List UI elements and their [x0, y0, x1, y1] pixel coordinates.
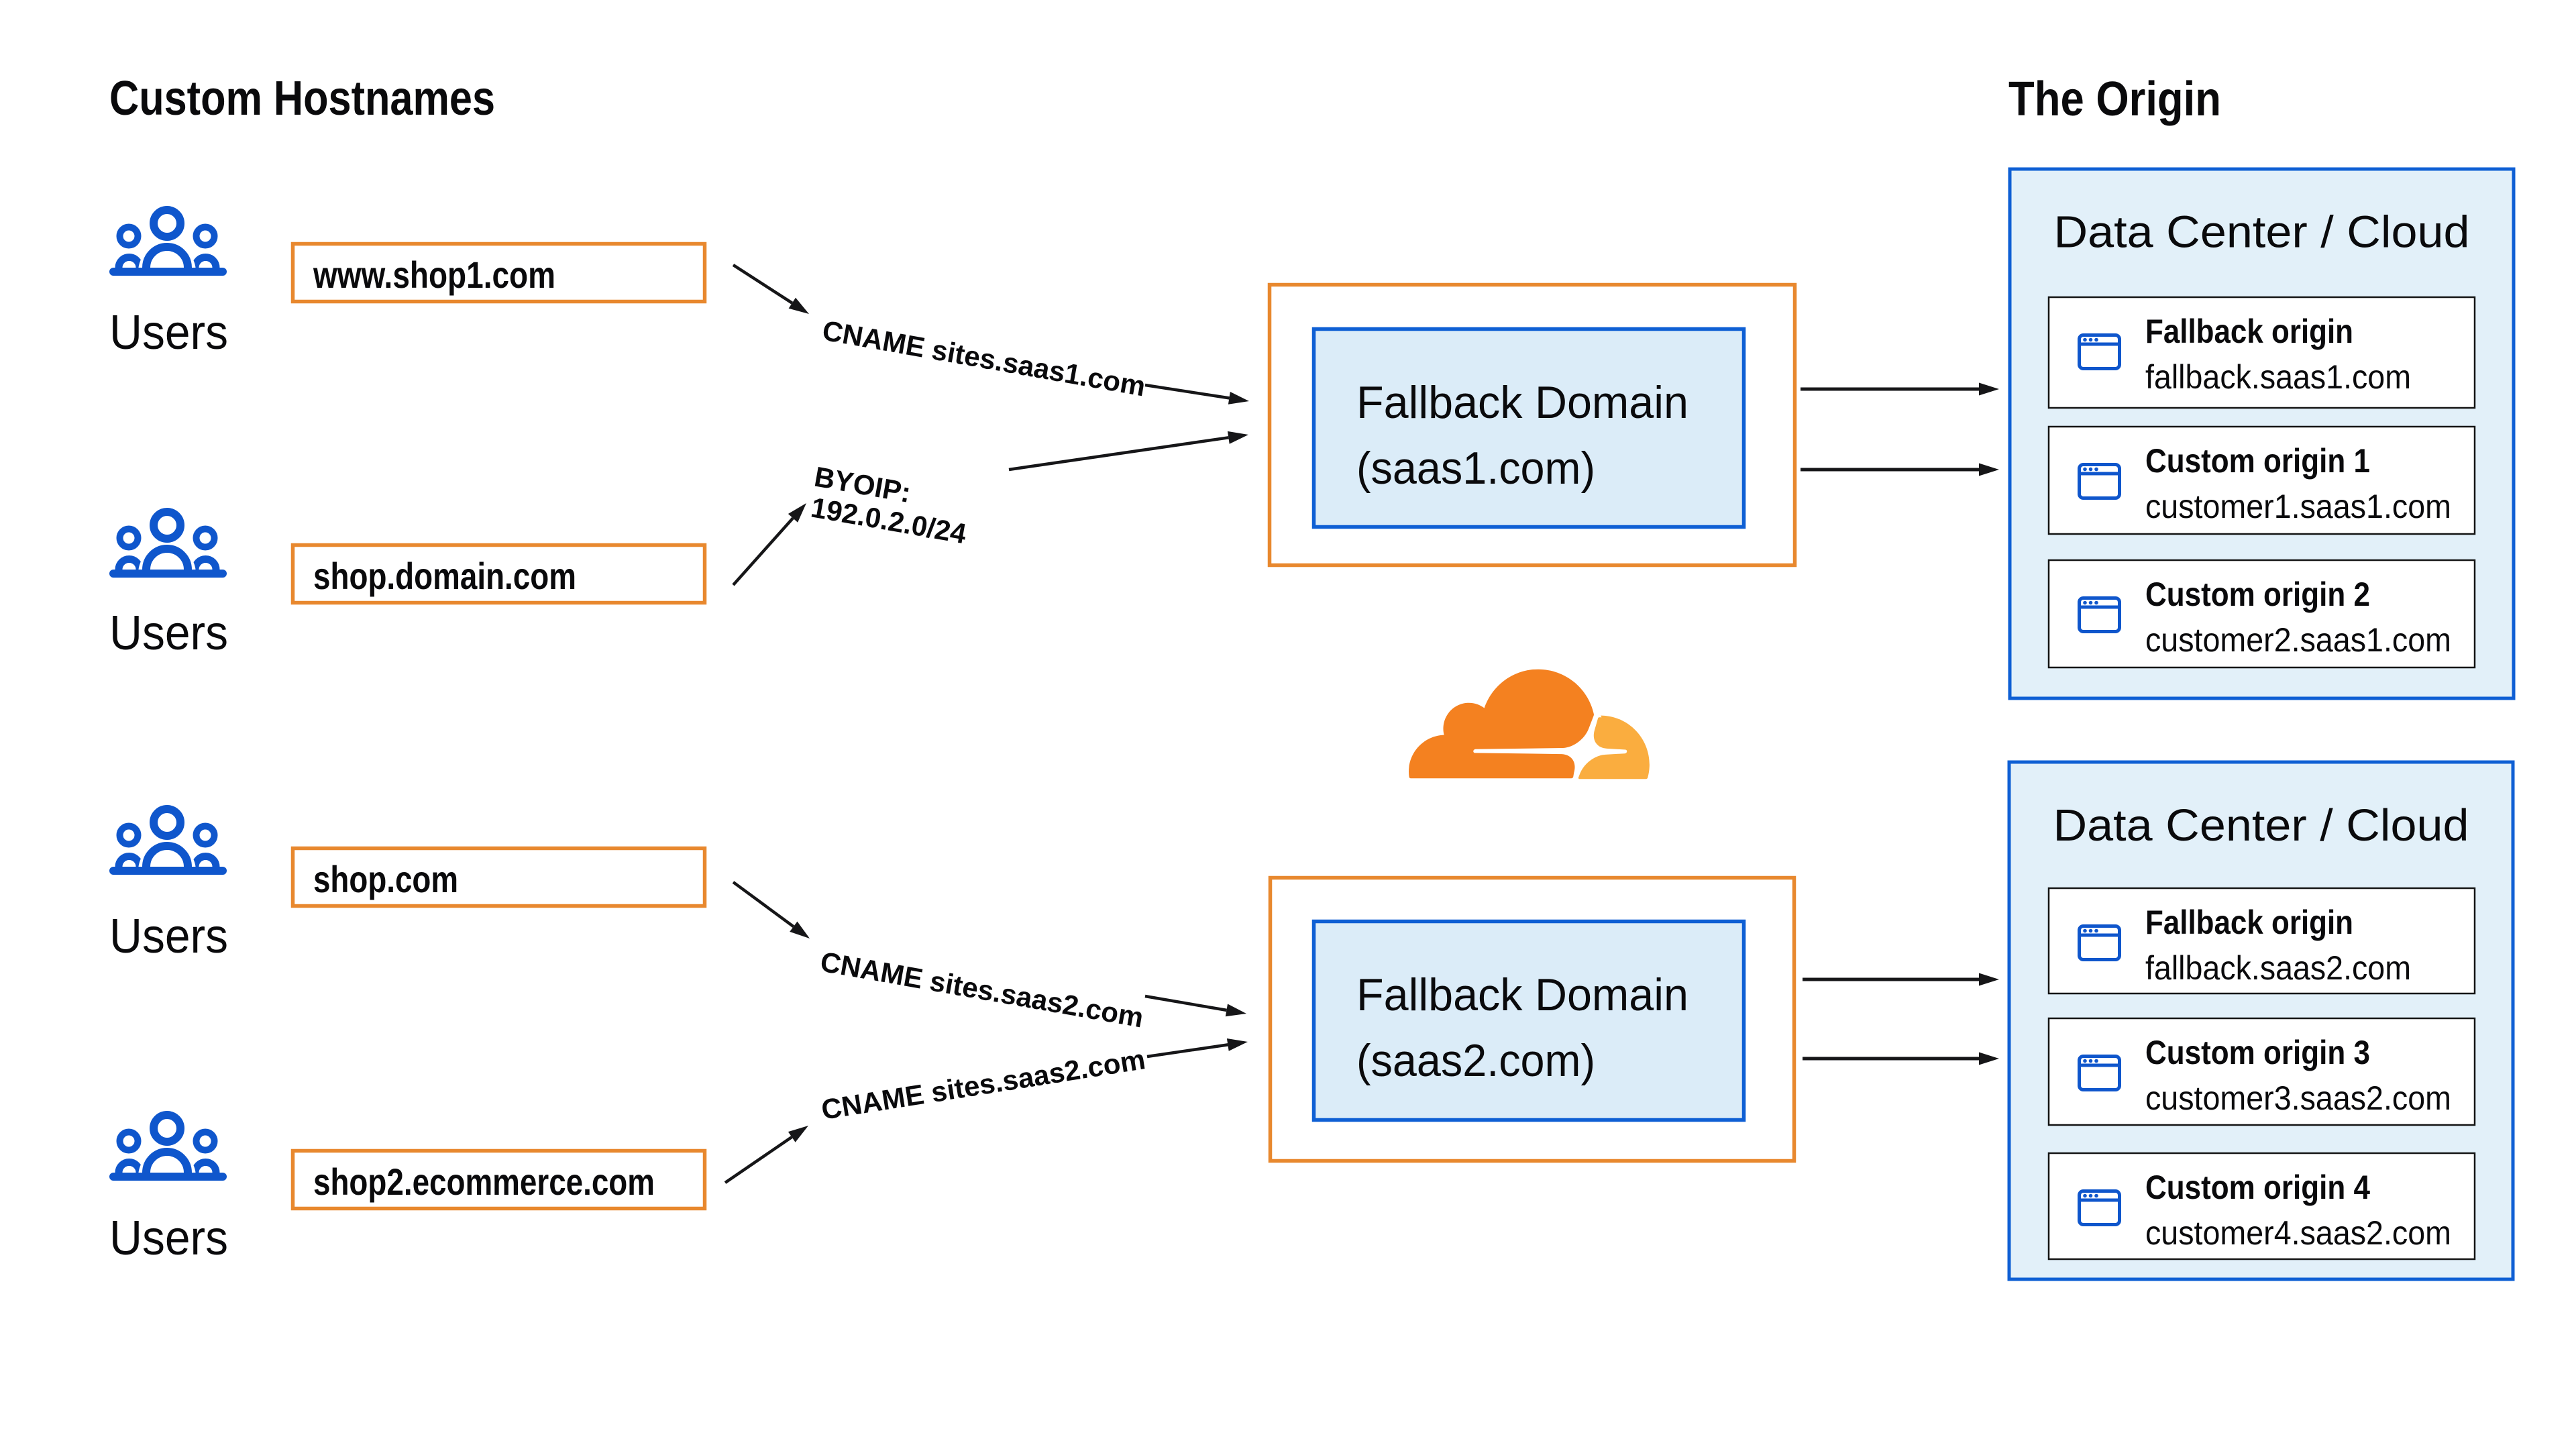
svg-text:CNAME sites.saas2.com: CNAME sites.saas2.com [818, 946, 1146, 1034]
svg-text:(saas2.com): (saas2.com) [1356, 1035, 1595, 1086]
svg-text:Custom origin 4: Custom origin 4 [2145, 1169, 2370, 1206]
svg-text:customer3.saas2.com: customer3.saas2.com [2145, 1079, 2451, 1117]
svg-text:shop.domain.com: shop.domain.com [313, 555, 576, 597]
svg-text:shop.com: shop.com [313, 858, 458, 900]
svg-text:Fallback origin: Fallback origin [2145, 904, 2353, 941]
svg-text:Users: Users [109, 606, 228, 660]
svg-text:CNAME sites.saas1.com: CNAME sites.saas1.com [820, 315, 1148, 402]
svg-text:Custom Hostnames: Custom Hostnames [109, 72, 495, 125]
svg-text:The Origin: The Origin [2008, 72, 2221, 126]
svg-text:Custom origin 1: Custom origin 1 [2145, 442, 2370, 480]
svg-text:Fallback origin: Fallback origin [2145, 313, 2353, 350]
svg-text:(saas1.com): (saas1.com) [1356, 443, 1595, 494]
svg-text:Custom origin 3: Custom origin 3 [2145, 1034, 2370, 1071]
svg-text:www.shop1.com: www.shop1.com [313, 254, 555, 296]
svg-text:Fallback Domain: Fallback Domain [1356, 969, 1688, 1020]
svg-text:customer1.saas1.com: customer1.saas1.com [2145, 488, 2451, 525]
svg-text:fallback.saas1.com: fallback.saas1.com [2145, 358, 2411, 396]
svg-text:Users: Users [109, 1212, 228, 1265]
svg-text:Data Center / Cloud: Data Center / Cloud [2053, 800, 2469, 851]
svg-text:CNAME sites.saas2.com: CNAME sites.saas2.com [819, 1043, 1147, 1126]
svg-text:shop2.ecommerce.com: shop2.ecommerce.com [313, 1161, 655, 1203]
svg-text:fallback.saas2.com: fallback.saas2.com [2145, 949, 2411, 987]
svg-text:Data Center / Cloud: Data Center / Cloud [2054, 207, 2470, 258]
svg-text:customer2.saas1.com: customer2.saas1.com [2145, 621, 2451, 659]
svg-text:Custom origin 2: Custom origin 2 [2145, 576, 2370, 613]
svg-text:Users: Users [109, 306, 228, 360]
svg-text:Users: Users [109, 910, 228, 963]
svg-text:Fallback Domain: Fallback Domain [1356, 377, 1688, 428]
svg-text:customer4.saas2.com: customer4.saas2.com [2145, 1214, 2451, 1252]
